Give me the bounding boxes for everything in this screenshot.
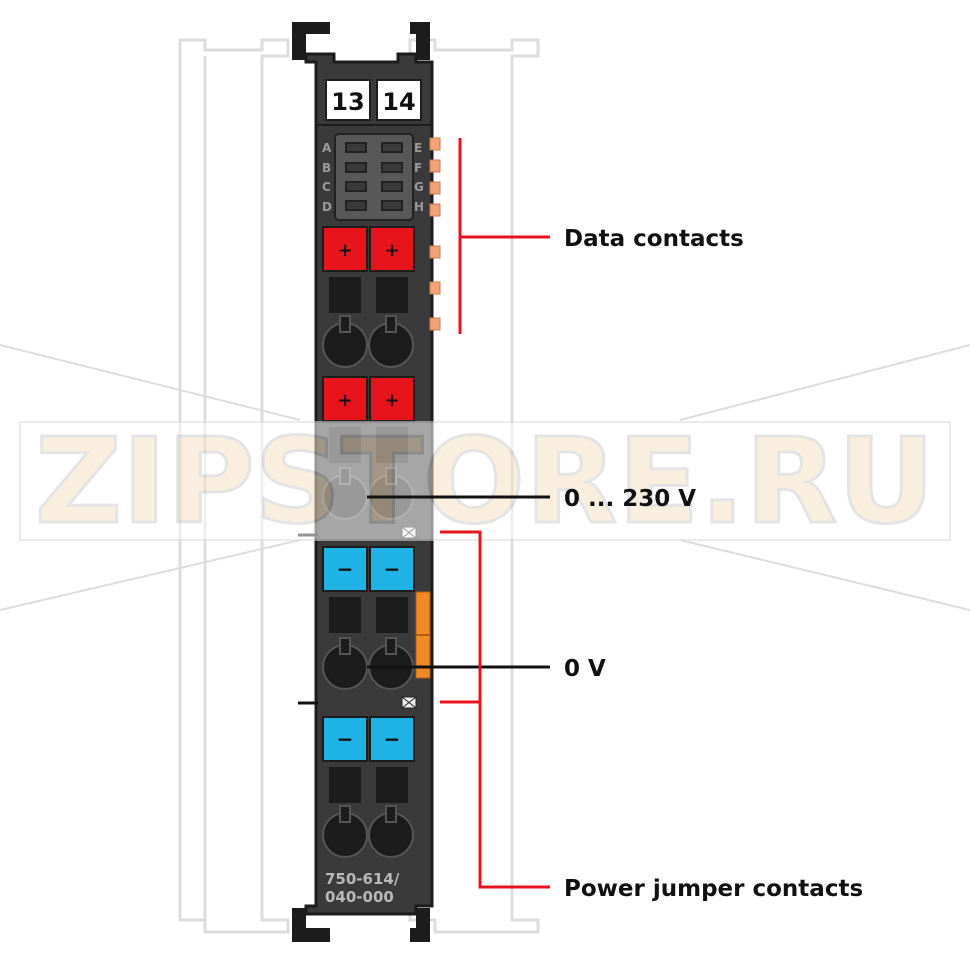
callout-data-contacts: Data contacts bbox=[458, 138, 744, 334]
status-led-h bbox=[381, 200, 403, 211]
plus-sign: + bbox=[337, 390, 352, 411]
watermark-rays bbox=[0, 344, 970, 611]
minus-terminal-row-3-left[interactable] bbox=[322, 546, 368, 592]
status-led-b bbox=[345, 162, 367, 173]
watermark: ZIPSTORE.RU bbox=[19, 411, 951, 552]
callout-power-jumper-contacts: Power jumper contacts bbox=[440, 530, 863, 902]
led-letter-f: F bbox=[414, 161, 422, 175]
ghost-outline-right bbox=[408, 38, 540, 934]
zero-volt-label: 0 V bbox=[564, 656, 606, 682]
status-led-d bbox=[345, 200, 367, 211]
led-letter-h: H bbox=[414, 200, 424, 214]
minus-sign: − bbox=[337, 557, 354, 581]
led-letter-c: C bbox=[322, 180, 331, 194]
part-number: 750-614/ 040-000 bbox=[325, 870, 400, 906]
plus-terminal-row-2-left[interactable] bbox=[322, 376, 368, 422]
minus-sign: − bbox=[384, 557, 401, 581]
status-led-e bbox=[381, 142, 403, 153]
terminal-group-minus-2: − − bbox=[322, 716, 415, 858]
power-jumper-contacts-label: Power jumper contacts bbox=[564, 876, 863, 902]
terminal-number-13: 13 bbox=[331, 88, 364, 116]
data-contact-pads bbox=[429, 137, 441, 331]
marker-strip: 13 14 bbox=[325, 79, 422, 121]
part-number-line-2: 040-000 bbox=[325, 888, 394, 906]
status-led-c bbox=[345, 181, 367, 192]
terminal-group-plus-1: + + bbox=[322, 226, 415, 368]
rail-clip-bottom bbox=[292, 908, 430, 942]
led-letter-g: G bbox=[414, 180, 424, 194]
clamp-openings-row-1 bbox=[322, 315, 414, 368]
status-led-block: A B C D E F G H bbox=[322, 133, 424, 221]
power-jumper-slots bbox=[298, 526, 431, 709]
minus-sign: − bbox=[384, 727, 401, 751]
led-letter-e: E bbox=[414, 141, 422, 155]
led-letter-a: A bbox=[322, 141, 332, 155]
plus-terminal-13[interactable] bbox=[322, 226, 368, 272]
plus-sign: + bbox=[337, 240, 352, 261]
minus-terminal-row-4-left[interactable] bbox=[322, 716, 368, 762]
watermark-text: ZIPSTORE.RU bbox=[35, 412, 935, 550]
minus-terminal-row-4-right[interactable] bbox=[369, 716, 415, 762]
data-contacts-label: Data contacts bbox=[564, 226, 744, 252]
minus-sign: − bbox=[337, 727, 354, 751]
status-led-f bbox=[381, 162, 403, 173]
voltage-range-label: 0 ... 230 V bbox=[564, 486, 696, 512]
plus-terminal-14[interactable] bbox=[369, 226, 415, 272]
part-number-line-1: 750-614/ bbox=[325, 870, 400, 888]
plus-terminal-row-2-right[interactable] bbox=[369, 376, 415, 422]
plus-sign: + bbox=[384, 240, 399, 261]
plus-sign: + bbox=[384, 390, 399, 411]
terminal-number-14: 14 bbox=[382, 88, 415, 116]
callout-voltage-range: 0 ... 230 V bbox=[367, 486, 696, 512]
callout-zero-volt: 0 V bbox=[367, 656, 606, 682]
status-led-g bbox=[381, 181, 403, 192]
led-letter-b: B bbox=[322, 161, 331, 175]
terminal-group-minus-1: − − bbox=[322, 546, 415, 690]
led-letter-d: D bbox=[322, 200, 332, 214]
clamp-openings-row-4 bbox=[322, 805, 414, 858]
clamp-openings-row-3 bbox=[322, 637, 414, 690]
rail-clip-top bbox=[292, 22, 430, 60]
minus-terminal-row-3-right[interactable] bbox=[369, 546, 415, 592]
status-led-a bbox=[345, 142, 367, 153]
